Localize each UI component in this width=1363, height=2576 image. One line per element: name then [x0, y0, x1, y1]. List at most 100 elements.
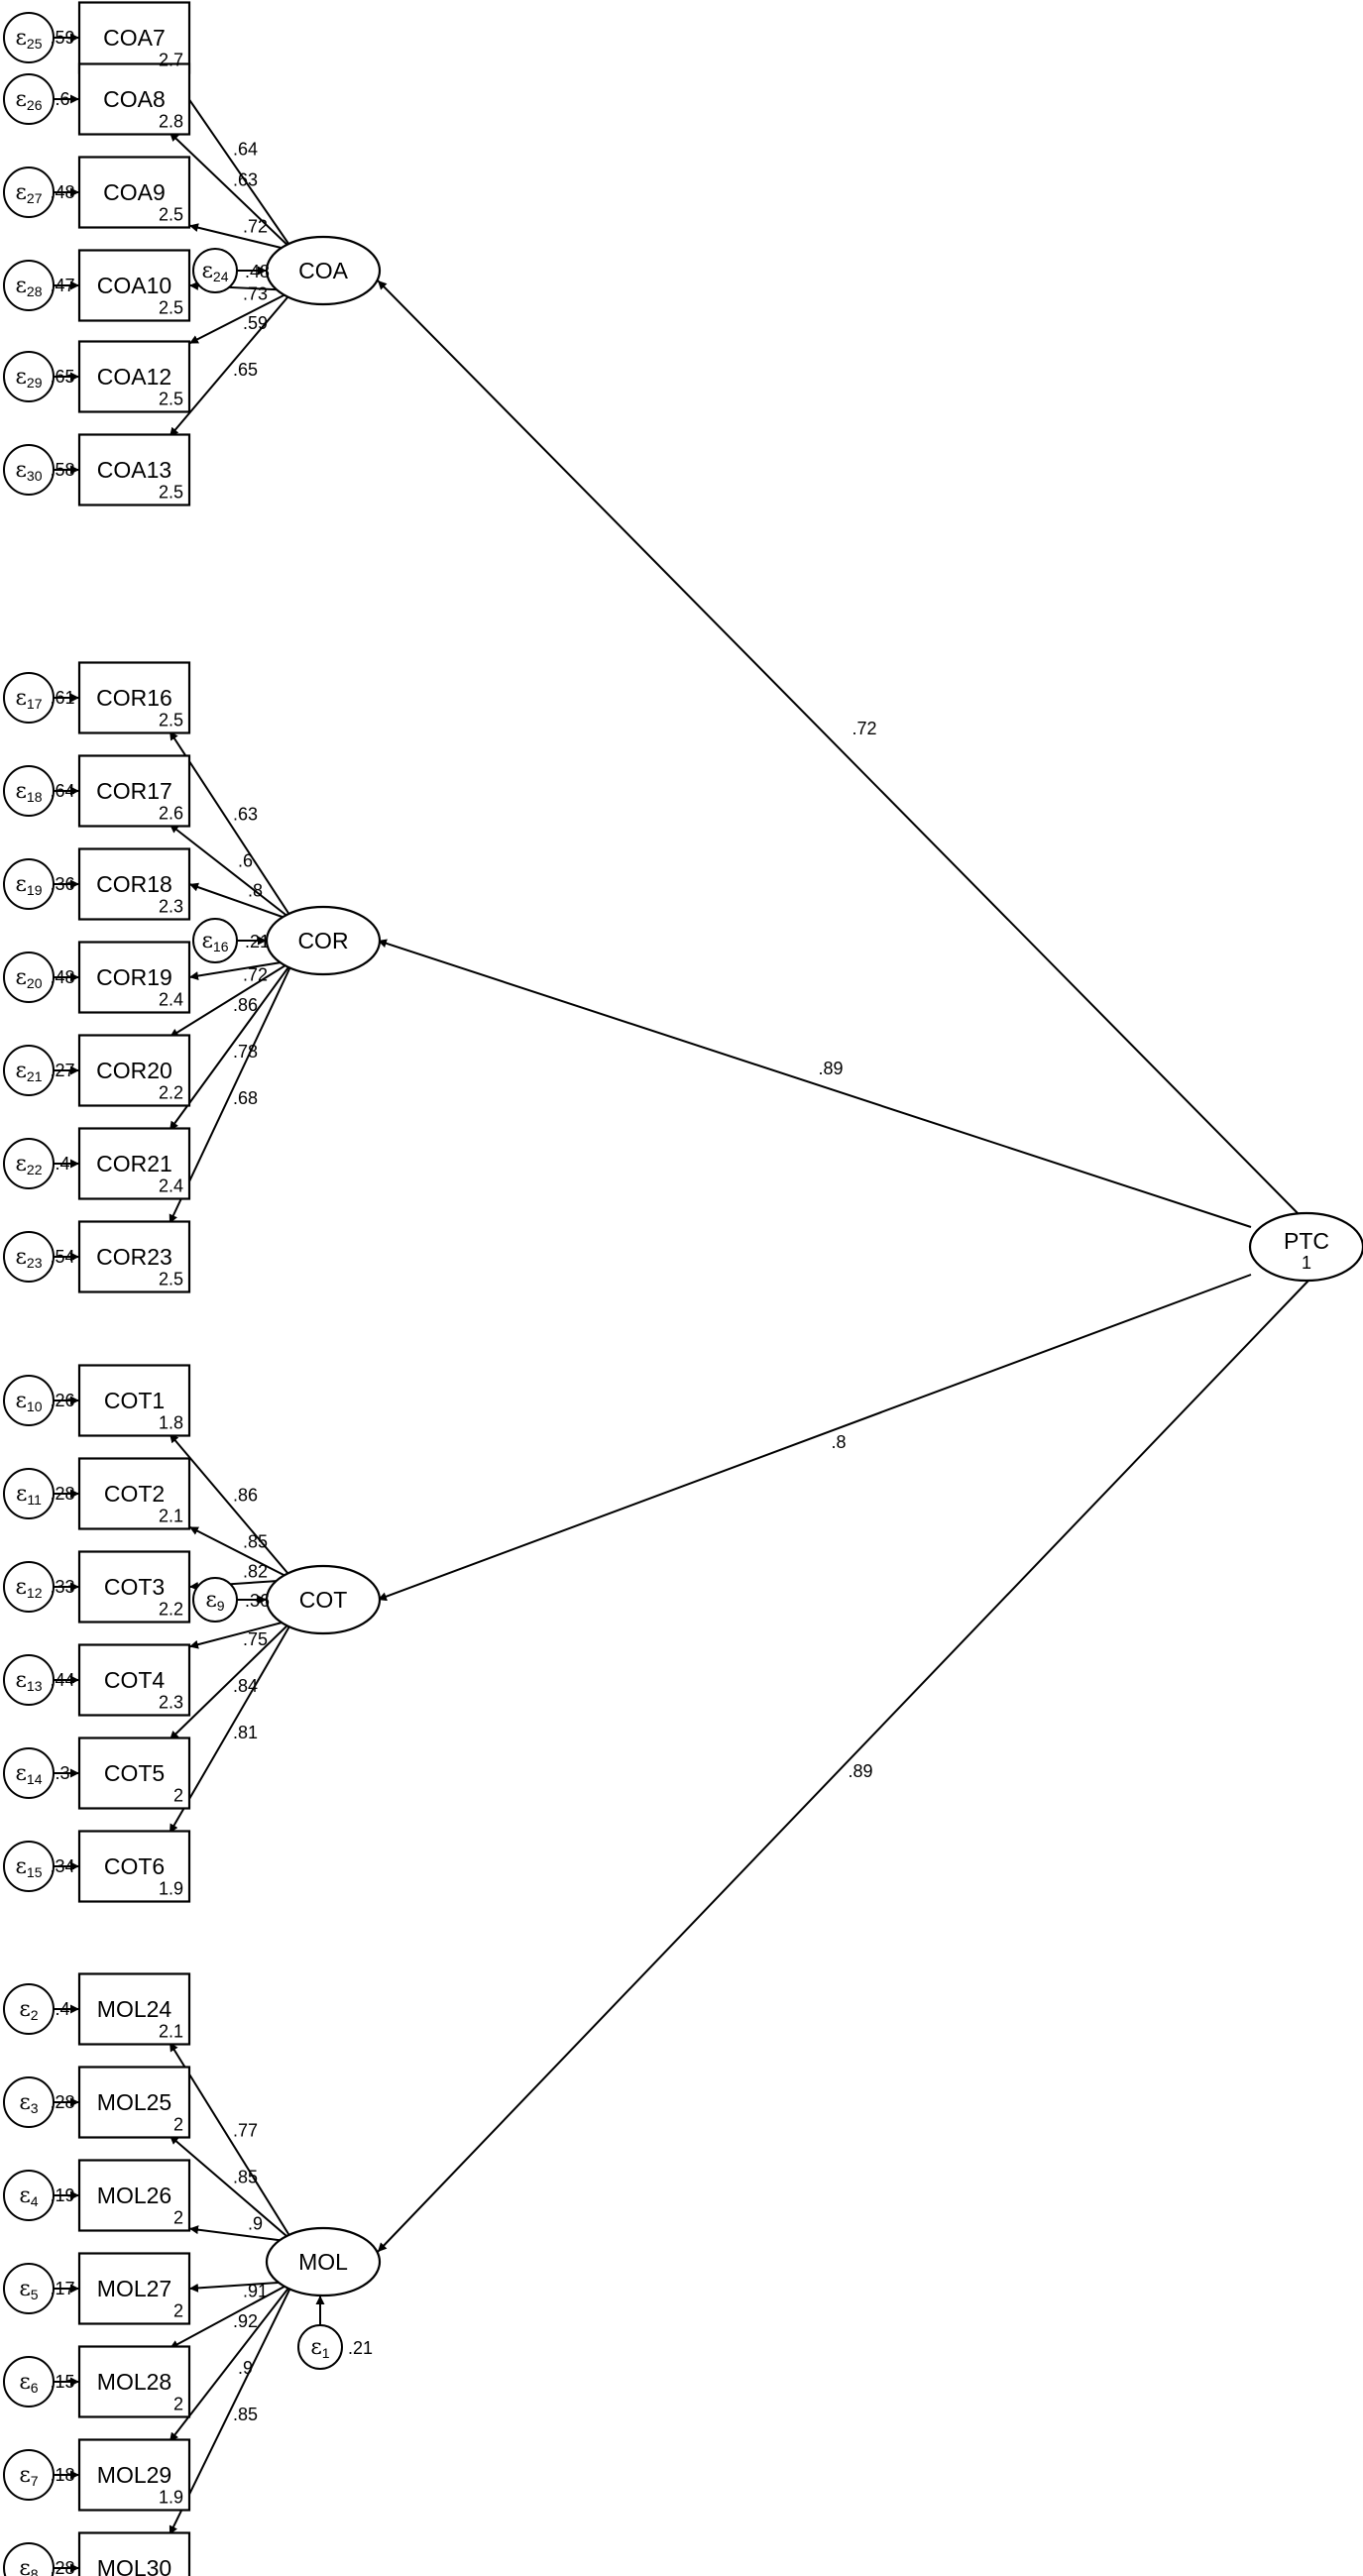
indicator-label: MOL27 — [97, 2276, 171, 2301]
loading-arrow — [188, 2225, 294, 2243]
higher-loading-label: .8 — [831, 1432, 846, 1452]
indicator-box — [77, 1643, 191, 1717]
loading-arrow — [188, 1525, 294, 1581]
indicator-label: COR17 — [96, 778, 172, 804]
indicator-label: COR23 — [96, 1244, 172, 1270]
indicator-box — [77, 2531, 191, 2576]
loading-label: .82 — [243, 1562, 268, 1582]
higher-loading-arrow — [377, 939, 1252, 1228]
indicator-box — [77, 1034, 191, 1107]
error-variance-label: .18 — [50, 2465, 74, 2485]
indicator-label: COR20 — [96, 1058, 172, 1083]
nodes-layer — [3, 1, 1363, 2576]
indicator-label: MOL30 — [97, 2555, 171, 2576]
error-variance-label: .34 — [50, 1856, 74, 1876]
error-label: ε7 — [19, 2463, 38, 2489]
error-variance-label: .47 — [50, 276, 74, 295]
error-circle — [3, 12, 55, 63]
error-label: ε12 — [16, 1575, 43, 1601]
error-variance-label: .65 — [50, 367, 74, 387]
error-label: ε26 — [16, 87, 43, 113]
error-circle — [3, 2170, 55, 2221]
intercept-label: 2 — [173, 2395, 183, 2414]
error-variance-label: .64 — [50, 781, 74, 801]
error-circle — [3, 1983, 55, 2035]
error-label: ε25 — [16, 26, 43, 52]
error-variance-label: .4 — [55, 1999, 69, 2019]
indicator-label: COA7 — [103, 25, 166, 51]
error-label: ε22 — [16, 1152, 43, 1177]
error-variance-label: .44 — [50, 1670, 74, 1690]
loading-label: .64 — [233, 139, 258, 159]
intercept-label: 2 — [173, 2115, 183, 2135]
error-circle — [3, 73, 55, 125]
loading-label: .8 — [248, 881, 263, 901]
indicator-box — [77, 1830, 191, 1903]
intercept-label: 2.3 — [159, 897, 183, 917]
indicator-label: COR19 — [96, 964, 172, 990]
intercept-label: 2.1 — [159, 2022, 183, 2042]
error-variance-label: .17 — [50, 2279, 74, 2298]
higher-loading-arrow — [377, 1274, 1252, 1602]
indicator-label: COA8 — [103, 86, 166, 112]
higher-latent-label: PTC — [1284, 1228, 1329, 1254]
loading-label: .65 — [233, 360, 258, 380]
error-variance-label: .27 — [50, 1061, 74, 1080]
indicator-box — [77, 340, 191, 413]
residual-circle — [192, 248, 238, 293]
residual-label: ε1 — [310, 2335, 329, 2361]
error-circle — [3, 2542, 55, 2576]
intercept-label: 2 — [173, 2301, 183, 2321]
error-circle — [3, 1561, 55, 1613]
residual-circle — [297, 2324, 343, 2370]
indicator-box — [77, 1550, 191, 1624]
error-variance-label: .28 — [50, 1484, 74, 1504]
error-label: ε20 — [16, 965, 43, 991]
loading-label: .81 — [233, 1723, 258, 1742]
intercept-label: 2 — [173, 2208, 183, 2228]
error-circle — [3, 2356, 55, 2408]
intercept-label: 2.6 — [159, 804, 183, 824]
error-variance-label: .15 — [50, 2372, 74, 2392]
residual-value: .48 — [245, 262, 270, 281]
indicator-label: COR16 — [96, 685, 172, 711]
residual-label: ε16 — [202, 929, 229, 954]
indicator-label: COA12 — [97, 364, 171, 390]
loading-label: .72 — [243, 965, 268, 985]
indicator-box — [77, 1364, 191, 1437]
latent-ellipse — [265, 2226, 382, 2297]
indicator-label: COR21 — [96, 1151, 172, 1176]
error-circle — [3, 1654, 55, 1706]
loading-label: .91 — [243, 2282, 268, 2301]
error-circle — [3, 2076, 55, 2128]
loading-arrow — [188, 882, 294, 922]
intercept-label: 2.8 — [159, 112, 183, 132]
latent-label: COR — [297, 928, 348, 953]
error-label: ε4 — [19, 2184, 38, 2209]
error-variance-label: .58 — [50, 460, 74, 480]
loading-label: .85 — [243, 1531, 268, 1551]
latent-label: COT — [299, 1587, 348, 1613]
higher-loading-label: .89 — [818, 1059, 843, 1078]
intercept-label: 2.4 — [159, 1176, 183, 1196]
residual-circle — [192, 1577, 238, 1623]
higher-loading-label: .89 — [848, 1761, 872, 1781]
error-label: ε15 — [16, 1854, 43, 1880]
loading-label: .6 — [238, 850, 253, 870]
indicator-box — [77, 2159, 191, 2232]
intercept-label: 1.9 — [159, 1879, 183, 1899]
error-label: ε27 — [16, 180, 43, 206]
intercept-label: 2.7 — [159, 51, 183, 70]
loading-label: .63 — [233, 804, 258, 824]
indicator-label: MOL28 — [97, 2369, 171, 2395]
error-circle — [3, 858, 55, 910]
intercept-label: 2 — [173, 1786, 183, 1806]
paths-layer — [54, 33, 1309, 2573]
residual-circle — [192, 918, 238, 963]
latent-label: MOL — [298, 2249, 348, 2275]
indicator-box — [77, 661, 191, 734]
loading-label: .86 — [233, 995, 258, 1015]
error-circle — [3, 1138, 55, 1189]
error-variance-label: .48 — [50, 182, 74, 202]
intercept-label: 2.5 — [159, 298, 183, 318]
